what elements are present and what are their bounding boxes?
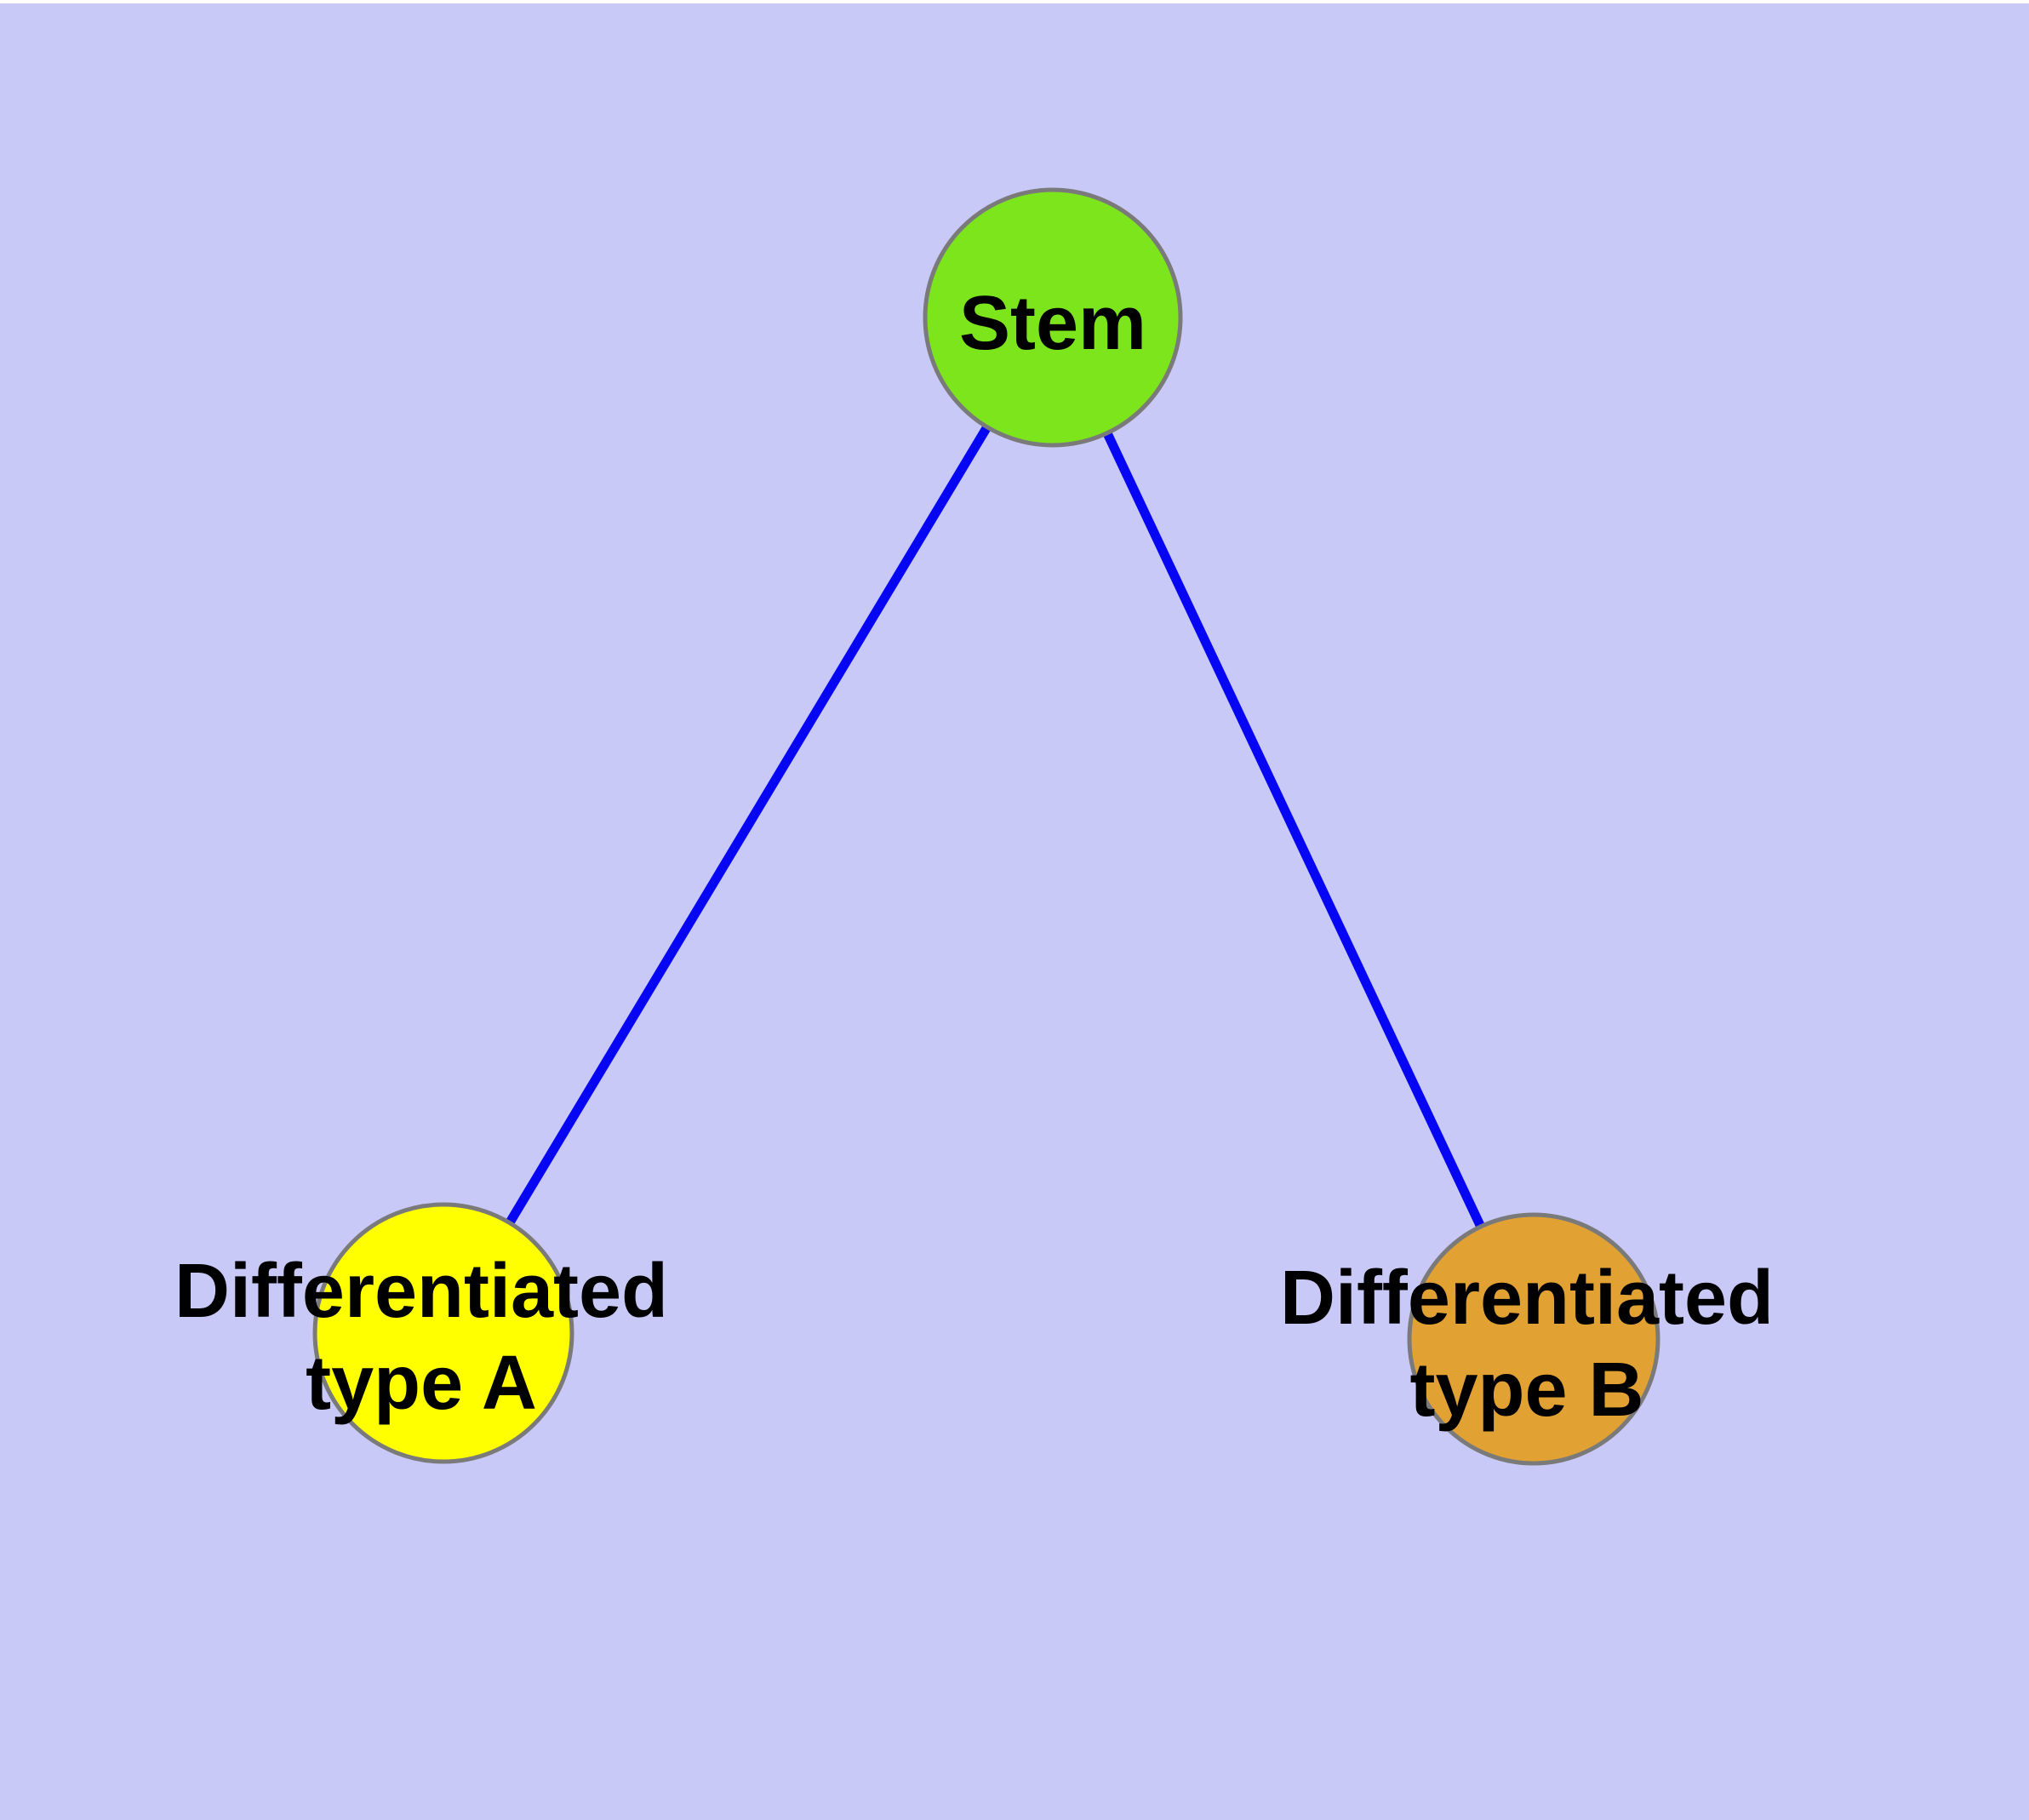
node-type-b-label-line2: type B [1409,1348,1643,1433]
node-differentiated-type-a: Differentiated type A [174,1202,668,1464]
node-type-b-label-line1: Differentiated [1280,1256,1774,1341]
node-stem-circle [923,187,1183,448]
node-type-a-label-line1: Differentiated [174,1249,668,1334]
node-type-a-label-line2: type A [306,1341,537,1426]
edge-group [439,315,1538,1342]
node-stem: Stem [923,187,1183,448]
edge-stem-to-type-a [439,315,1057,1336]
node-type-a-circle [312,1202,574,1464]
node-differentiated-type-b: Differentiated type B [1280,1212,1774,1466]
edge-stem-to-type-b [1049,315,1538,1342]
node-type-b-circle [1407,1212,1660,1466]
node-stem-label: Stem [959,281,1146,366]
